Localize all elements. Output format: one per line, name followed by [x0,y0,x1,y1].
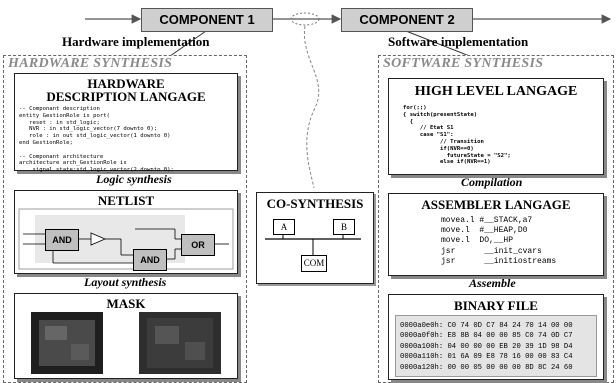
mask-layout-1-block-2 [71,344,89,360]
co-block-b: B [333,219,355,235]
asm-code: movea.l #__STACK,a7 move.l #__HEAP,D0 mo… [441,216,557,266]
netlist-frame [18,208,234,270]
hdl-box: HARDWARE DESCRIPTION LANGAGE -- Componan… [14,73,238,174]
hll-title: HIGH LEVEL LANGAGE [414,84,578,99]
assemble-label: Assemble [469,276,516,290]
cosynthesis-link [303,25,320,189]
or-gate: OR [181,234,215,256]
asm-box: ASSEMBLER LANGAGE movea.l #__STACK,a7 mo… [388,193,604,276]
hdl-code: -- Componant description entity GestionR… [19,106,174,174]
software-synthesis-panel: SOFTWARE SYNTHESIS HIGH LEVEL LANGAGE fo… [378,55,614,383]
software-implementation-label: Software implementation [388,34,529,49]
asm-title: ASSEMBLER LANGAGE [421,197,571,212]
mask-layout-2-block [155,326,179,344]
interface-ellipse [290,12,320,26]
mask-layout-1-block [45,326,67,340]
netlist-box: NETLIST AND AND OR [14,190,238,274]
hdl-title-line1: HARDWARE [87,76,165,91]
binary-title: BINARY FILE [454,298,538,313]
hll-code: for(;;) { switch(presentState) { // Etat… [403,105,511,166]
hardware-implementation-label: Hardware implementation [62,34,210,49]
cosynthesis-box: CO-SYNTHESIS A B COM [256,192,374,284]
buffer-gate-icon [90,232,107,246]
binary-box: BINARY FILE 0000a0e0h: C0 74 0D C7 84 24… [388,294,604,380]
mask-layout-2-block-2 [185,342,205,360]
hardware-synthesis-panel: HARDWARE SYNTHESIS HARDWARE DESCRIPTION … [3,55,247,383]
binary-hex-area: 0000a0e0h: C0 74 0D C7 84 24 70 14 00 00… [395,315,597,377]
cosynthesis-title: CO-SYNTHESIS [266,196,364,211]
binary-hex-dump: 0000a0e0h: C0 74 0D C7 84 24 70 14 00 00… [400,322,573,372]
co-block-a: A [273,219,295,235]
co-block-com: COM [301,255,327,272]
layout-synthesis-label: Layout synthesis [84,275,167,289]
and-gate-1: AND [45,229,79,251]
hdl-title-line2: DESCRIPTION LANGAGE [46,89,206,104]
hardware-synthesis-title: HARDWARE SYNTHESIS [8,56,173,71]
hll-box: HIGH LEVEL LANGAGE for(;;) { switch(pres… [388,78,604,175]
netlist-title: NETLIST [97,193,155,208]
component-1-box: COMPONENT 1 [141,8,273,32]
logic-synthesis-label: Logic synthesis [96,172,172,186]
compilation-label: Compilation [461,175,523,189]
mask-box: MASK [14,293,238,379]
mask-title: MASK [106,296,146,311]
and-gate-2: AND [133,249,167,271]
software-synthesis-title: SOFTWARE SYNTHESIS [383,56,544,71]
mask-images [31,312,221,374]
component-2-box: COMPONENT 2 [341,8,473,32]
